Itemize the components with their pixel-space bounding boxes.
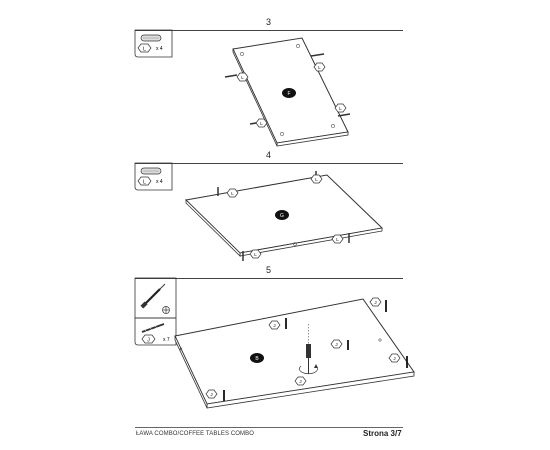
hardware-qty: x 4 bbox=[156, 46, 163, 52]
step-4-hardware-box: L x 4 bbox=[134, 162, 173, 191]
svg-text:F: F bbox=[287, 91, 290, 97]
svg-text:L: L bbox=[231, 191, 234, 196]
svg-text:J: J bbox=[299, 379, 301, 384]
hex-callout-icon: J bbox=[141, 334, 156, 344]
step-5-tool-box bbox=[134, 277, 177, 319]
step-4-rule bbox=[135, 163, 403, 164]
svg-text:L: L bbox=[254, 252, 257, 257]
step-5-hardware-box: J x 7 bbox=[134, 317, 177, 346]
svg-text:L: L bbox=[241, 75, 244, 80]
dowel-icon bbox=[140, 34, 162, 42]
panel-f: L L L L F bbox=[224, 37, 351, 147]
step-4-number: 4 bbox=[266, 150, 272, 160]
callout-l-label: L bbox=[143, 47, 146, 53]
panel-g-label: G bbox=[275, 210, 289, 220]
step-5-rule bbox=[135, 278, 403, 279]
panel-g: L L L L G bbox=[184, 171, 384, 261]
svg-text:J: J bbox=[147, 338, 150, 344]
step-3-number: 3 bbox=[266, 17, 272, 27]
svg-text:B: B bbox=[255, 356, 259, 362]
panel-b-label: B bbox=[250, 353, 264, 363]
product-name: ŁAWA COMBO/COFFEE TABLES COMBO bbox=[136, 431, 255, 437]
svg-text:L: L bbox=[260, 121, 263, 126]
svg-text:J: J bbox=[335, 342, 337, 347]
svg-text:J: J bbox=[210, 392, 212, 397]
svg-text:L: L bbox=[318, 65, 321, 70]
step-3-hardware-box: L x 4 bbox=[134, 29, 173, 58]
page-number: Strona 3/7 bbox=[363, 429, 402, 438]
screwdriver-in-use-icon bbox=[299, 324, 318, 375]
svg-text:L: L bbox=[336, 237, 339, 242]
hex-callout-icon: L bbox=[137, 176, 152, 186]
svg-text:J: J bbox=[393, 356, 395, 361]
screwdriver-icon bbox=[140, 283, 166, 309]
screw-icon bbox=[141, 323, 165, 333]
panel-f-label: F bbox=[282, 88, 296, 98]
footer-divider bbox=[135, 427, 403, 428]
svg-text:L: L bbox=[315, 177, 318, 182]
svg-text:L: L bbox=[143, 180, 146, 186]
step-3-rule bbox=[135, 30, 403, 31]
hardware-qty: x 4 bbox=[156, 179, 163, 185]
phillips-head-icon bbox=[162, 306, 170, 314]
panel-b: J J J J J J B bbox=[174, 297, 415, 409]
hardware-qty: x 7 bbox=[163, 337, 170, 343]
dowel-icon bbox=[140, 167, 162, 175]
svg-text:J: J bbox=[374, 300, 376, 305]
svg-text:L: L bbox=[339, 106, 342, 111]
svg-text:J: J bbox=[273, 323, 275, 328]
step-5-number: 5 bbox=[266, 265, 272, 275]
hex-callout-icon: L bbox=[137, 43, 152, 53]
svg-text:G: G bbox=[280, 213, 284, 219]
